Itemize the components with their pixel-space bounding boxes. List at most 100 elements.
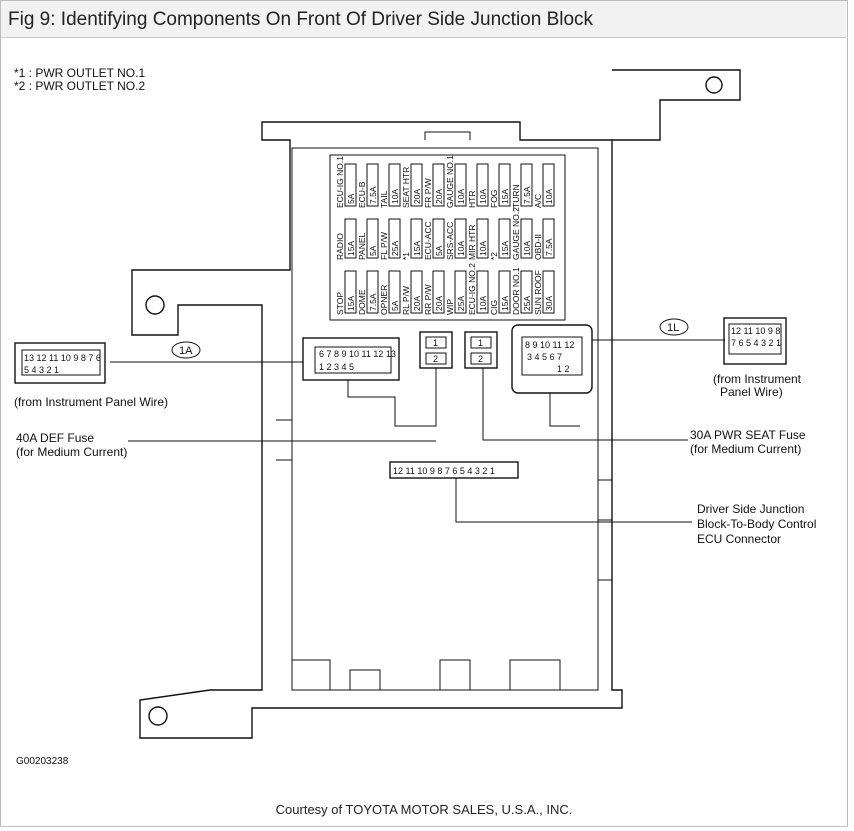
def-fuse-holder: 1 2 bbox=[419, 331, 453, 369]
note-1: *1 : PWR OUTLET NO.1 bbox=[14, 66, 146, 80]
fuse-slot bbox=[454, 270, 467, 314]
fuse-slot bbox=[476, 218, 489, 259]
label-ecu-3: ECU Connector bbox=[697, 532, 782, 546]
label-ecu-2: Block-To-Body Control bbox=[697, 517, 817, 531]
fuse-rating: 10A bbox=[456, 189, 466, 204]
connector-1l-socket: 8 9 10 11 12 3 4 5 6 7 1 2 bbox=[511, 324, 593, 394]
leader-lines bbox=[128, 368, 692, 523]
seat-fuse-pin-1: 1 bbox=[478, 338, 483, 348]
fuse-slot bbox=[388, 270, 401, 314]
connector-1a-socket-pins-bottom: 1 2 3 4 5 bbox=[319, 362, 354, 372]
connector-1a-socket: 6 7 8 9 10 11 12 13 1 2 3 4 5 bbox=[302, 337, 400, 381]
fuse-name: STOP bbox=[335, 292, 345, 315]
fuse-slot bbox=[520, 270, 533, 314]
fuse-rating: 30A bbox=[544, 296, 554, 311]
fuse-slot bbox=[366, 218, 379, 259]
fuse-rating: 10A bbox=[456, 241, 466, 256]
connector-1a-socket-pins-top: 6 7 8 9 10 11 12 13 bbox=[319, 349, 396, 359]
fuse-name: ECU-IG NO.1 bbox=[335, 156, 345, 208]
fuse-slot bbox=[344, 163, 357, 207]
fuse-slot bbox=[410, 163, 423, 207]
fuse-rating: 10A bbox=[390, 189, 400, 204]
fuse-name: RR P/W bbox=[423, 284, 433, 315]
fuse-slot bbox=[388, 163, 401, 207]
fuse-slot bbox=[476, 270, 489, 314]
fuse-name: MIR HTR bbox=[467, 225, 477, 260]
fuse-name: PANEL bbox=[357, 232, 367, 260]
fuse-rating: 10A bbox=[478, 241, 488, 256]
fuse-slot bbox=[432, 218, 445, 259]
connector-1l-socket-pins-top: 8 9 10 11 12 bbox=[525, 340, 574, 350]
note-2: *2 : PWR OUTLET NO.2 bbox=[14, 79, 146, 93]
connector-1a-plug-pins-top: 13 12 11 10 9 8 7 6 bbox=[24, 353, 101, 363]
fuse-name: *2 bbox=[489, 252, 499, 260]
fuse-rating: 20A bbox=[412, 296, 422, 311]
svg-text:1A: 1A bbox=[179, 345, 193, 357]
fuse-name: SEAT HTR bbox=[401, 167, 411, 208]
fuse-rating: 10A bbox=[522, 241, 532, 256]
fuse-rating: 5A bbox=[390, 300, 400, 311]
svg-text:1L: 1L bbox=[667, 322, 679, 334]
fuse-slot bbox=[520, 163, 533, 207]
fuse-name: FR P/W bbox=[423, 178, 433, 208]
fuse-name: GAUGE NO.2 bbox=[511, 207, 521, 260]
title-bar: Fig 9: Identifying Components On Front O… bbox=[1, 1, 846, 38]
fuse-name: A/C bbox=[533, 194, 543, 208]
label-def-fuse: 40A DEF Fuse bbox=[16, 431, 95, 445]
label-seat-fuse-current: (for Medium Current) bbox=[690, 442, 802, 456]
fuse-rating: 10A bbox=[478, 296, 488, 311]
fuse-name: ECU-ACC bbox=[423, 221, 433, 260]
connector-1l-socket-pins-mid: 3 4 5 6 7 bbox=[527, 352, 562, 362]
fuse-name: ECU-IG NO.2 bbox=[467, 263, 477, 315]
fuse-slot bbox=[520, 218, 533, 259]
fuse-name: FOG bbox=[489, 190, 499, 208]
fuse-rating: 7.5A bbox=[522, 186, 532, 204]
connector-1a-plug-pins-bottom: 5 4 3 2 1 bbox=[24, 365, 59, 375]
ecu-connector-pins: 12 11 10 9 8 7 6 5 4 3 2 1 bbox=[393, 466, 495, 476]
fuse-panel bbox=[329, 154, 566, 321]
fuse-name: SUN ROOF bbox=[533, 270, 543, 315]
label-from-ip-left: (from Instrument Panel Wire) bbox=[14, 395, 169, 409]
fuse-slot bbox=[366, 270, 379, 314]
fuse-rating: 15A bbox=[346, 296, 356, 311]
fuse-name: DOOR NO.1 bbox=[511, 267, 521, 315]
fuse-slot bbox=[432, 163, 445, 207]
fuse-rating: 20A bbox=[412, 189, 422, 204]
fuse-rating: 7.5A bbox=[368, 293, 378, 311]
fuse-name: HTR bbox=[467, 191, 477, 208]
fuse-name: RADIO bbox=[335, 233, 345, 260]
def-fuse-pin-1: 1 bbox=[433, 338, 438, 348]
fuse-slot bbox=[542, 163, 555, 207]
fuse-rating: 5A bbox=[346, 193, 356, 204]
fuse-slot bbox=[344, 218, 357, 259]
label-def-fuse-current: (for Medium Current) bbox=[16, 445, 128, 459]
fuse-name: OPNER bbox=[379, 285, 389, 315]
fuse-name: *1 bbox=[401, 252, 411, 260]
fuse-name: SRS-ACC bbox=[445, 222, 455, 260]
fuse-name: WIP bbox=[445, 299, 455, 315]
fuse-slot bbox=[498, 163, 511, 207]
fuse-slot bbox=[410, 270, 423, 314]
fuse-name: FL P/W bbox=[379, 232, 389, 260]
fuse-rating: 15A bbox=[412, 241, 422, 256]
label-from-ip-right-2: Panel Wire) bbox=[720, 385, 783, 399]
fuse-rating: 25A bbox=[456, 296, 466, 311]
connector-1a-plug: 13 12 11 10 9 8 7 6 5 4 3 2 1 bbox=[14, 342, 106, 384]
fuse-slot bbox=[454, 163, 467, 207]
fuse-name: GAUGE NO.1 bbox=[445, 155, 455, 208]
fuse-name: DOME bbox=[357, 289, 367, 315]
fuse-rating: 5A bbox=[368, 245, 378, 256]
def-fuse-pin-2: 2 bbox=[433, 354, 438, 364]
connector-1a-tag: 1A bbox=[110, 341, 303, 363]
connector-1l-tag: 1L bbox=[592, 318, 725, 341]
fuse-slot bbox=[542, 270, 555, 314]
fuse-name: ECU-B bbox=[357, 181, 367, 208]
fuse-rating: 7.5A bbox=[368, 186, 378, 204]
housing-outline bbox=[131, 69, 741, 739]
fuse-rating: 20A bbox=[434, 296, 444, 311]
fuse-slot bbox=[498, 218, 511, 259]
seat-fuse-holder: 1 2 bbox=[464, 331, 498, 369]
